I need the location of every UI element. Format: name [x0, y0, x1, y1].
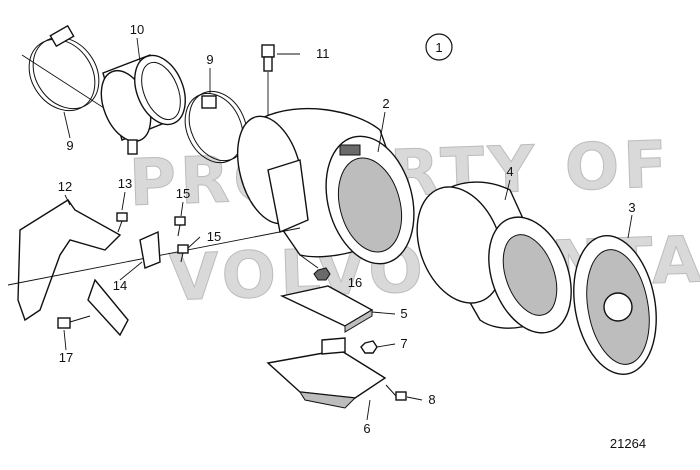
callout-4: 4 — [506, 164, 513, 179]
callout-14: 14 — [113, 278, 127, 293]
end-cover — [573, 214, 657, 375]
filter-housing — [237, 107, 415, 265]
callout-3: 3 — [628, 200, 635, 215]
nut-16 — [299, 254, 331, 281]
support-tray — [266, 337, 387, 409]
callout-2: 2 — [382, 96, 389, 111]
rubber-pad — [279, 285, 374, 333]
callout-8: 8 — [428, 392, 435, 407]
mounting-bracket — [7, 194, 301, 337]
bolt-17 — [57, 315, 91, 329]
callout-15-upper: 15 — [176, 186, 190, 201]
callout-labels: 10 9 11 2 9 4 3 12 13 15 15 14 16 5 7 17… — [58, 22, 636, 436]
bolt-8 — [385, 384, 407, 401]
clip-14 — [139, 230, 161, 269]
callout-16: 16 — [348, 275, 362, 290]
callout-12: 12 — [58, 179, 72, 194]
callout-13: 13 — [118, 176, 132, 191]
filter-element — [416, 179, 572, 334]
callout-10: 10 — [130, 22, 144, 37]
callout-9-middle: 9 — [206, 52, 213, 67]
nut-7 — [360, 340, 378, 354]
callout-9-left: 9 — [66, 138, 73, 153]
callout-11: 11 — [316, 46, 330, 61]
hose-clamp-left — [21, 24, 136, 129]
hose-clamp-middle — [184, 90, 248, 164]
rubber-connector — [100, 54, 186, 155]
callout-6: 6 — [363, 421, 370, 436]
bolt-15-upper — [174, 216, 186, 237]
leader-lines — [63, 37, 423, 421]
callout-15-lower: 15 — [207, 229, 221, 244]
view-number-badge: 1 — [425, 33, 453, 61]
callout-5: 5 — [400, 306, 407, 321]
bolt-13 — [116, 212, 128, 233]
sensor-fitting — [261, 44, 300, 118]
callout-7: 7 — [400, 336, 407, 351]
callout-17: 17 — [59, 350, 73, 365]
view-number: 1 — [435, 40, 442, 55]
drawing-number: 21264 — [610, 436, 646, 451]
bolt-15-lower — [177, 244, 189, 263]
